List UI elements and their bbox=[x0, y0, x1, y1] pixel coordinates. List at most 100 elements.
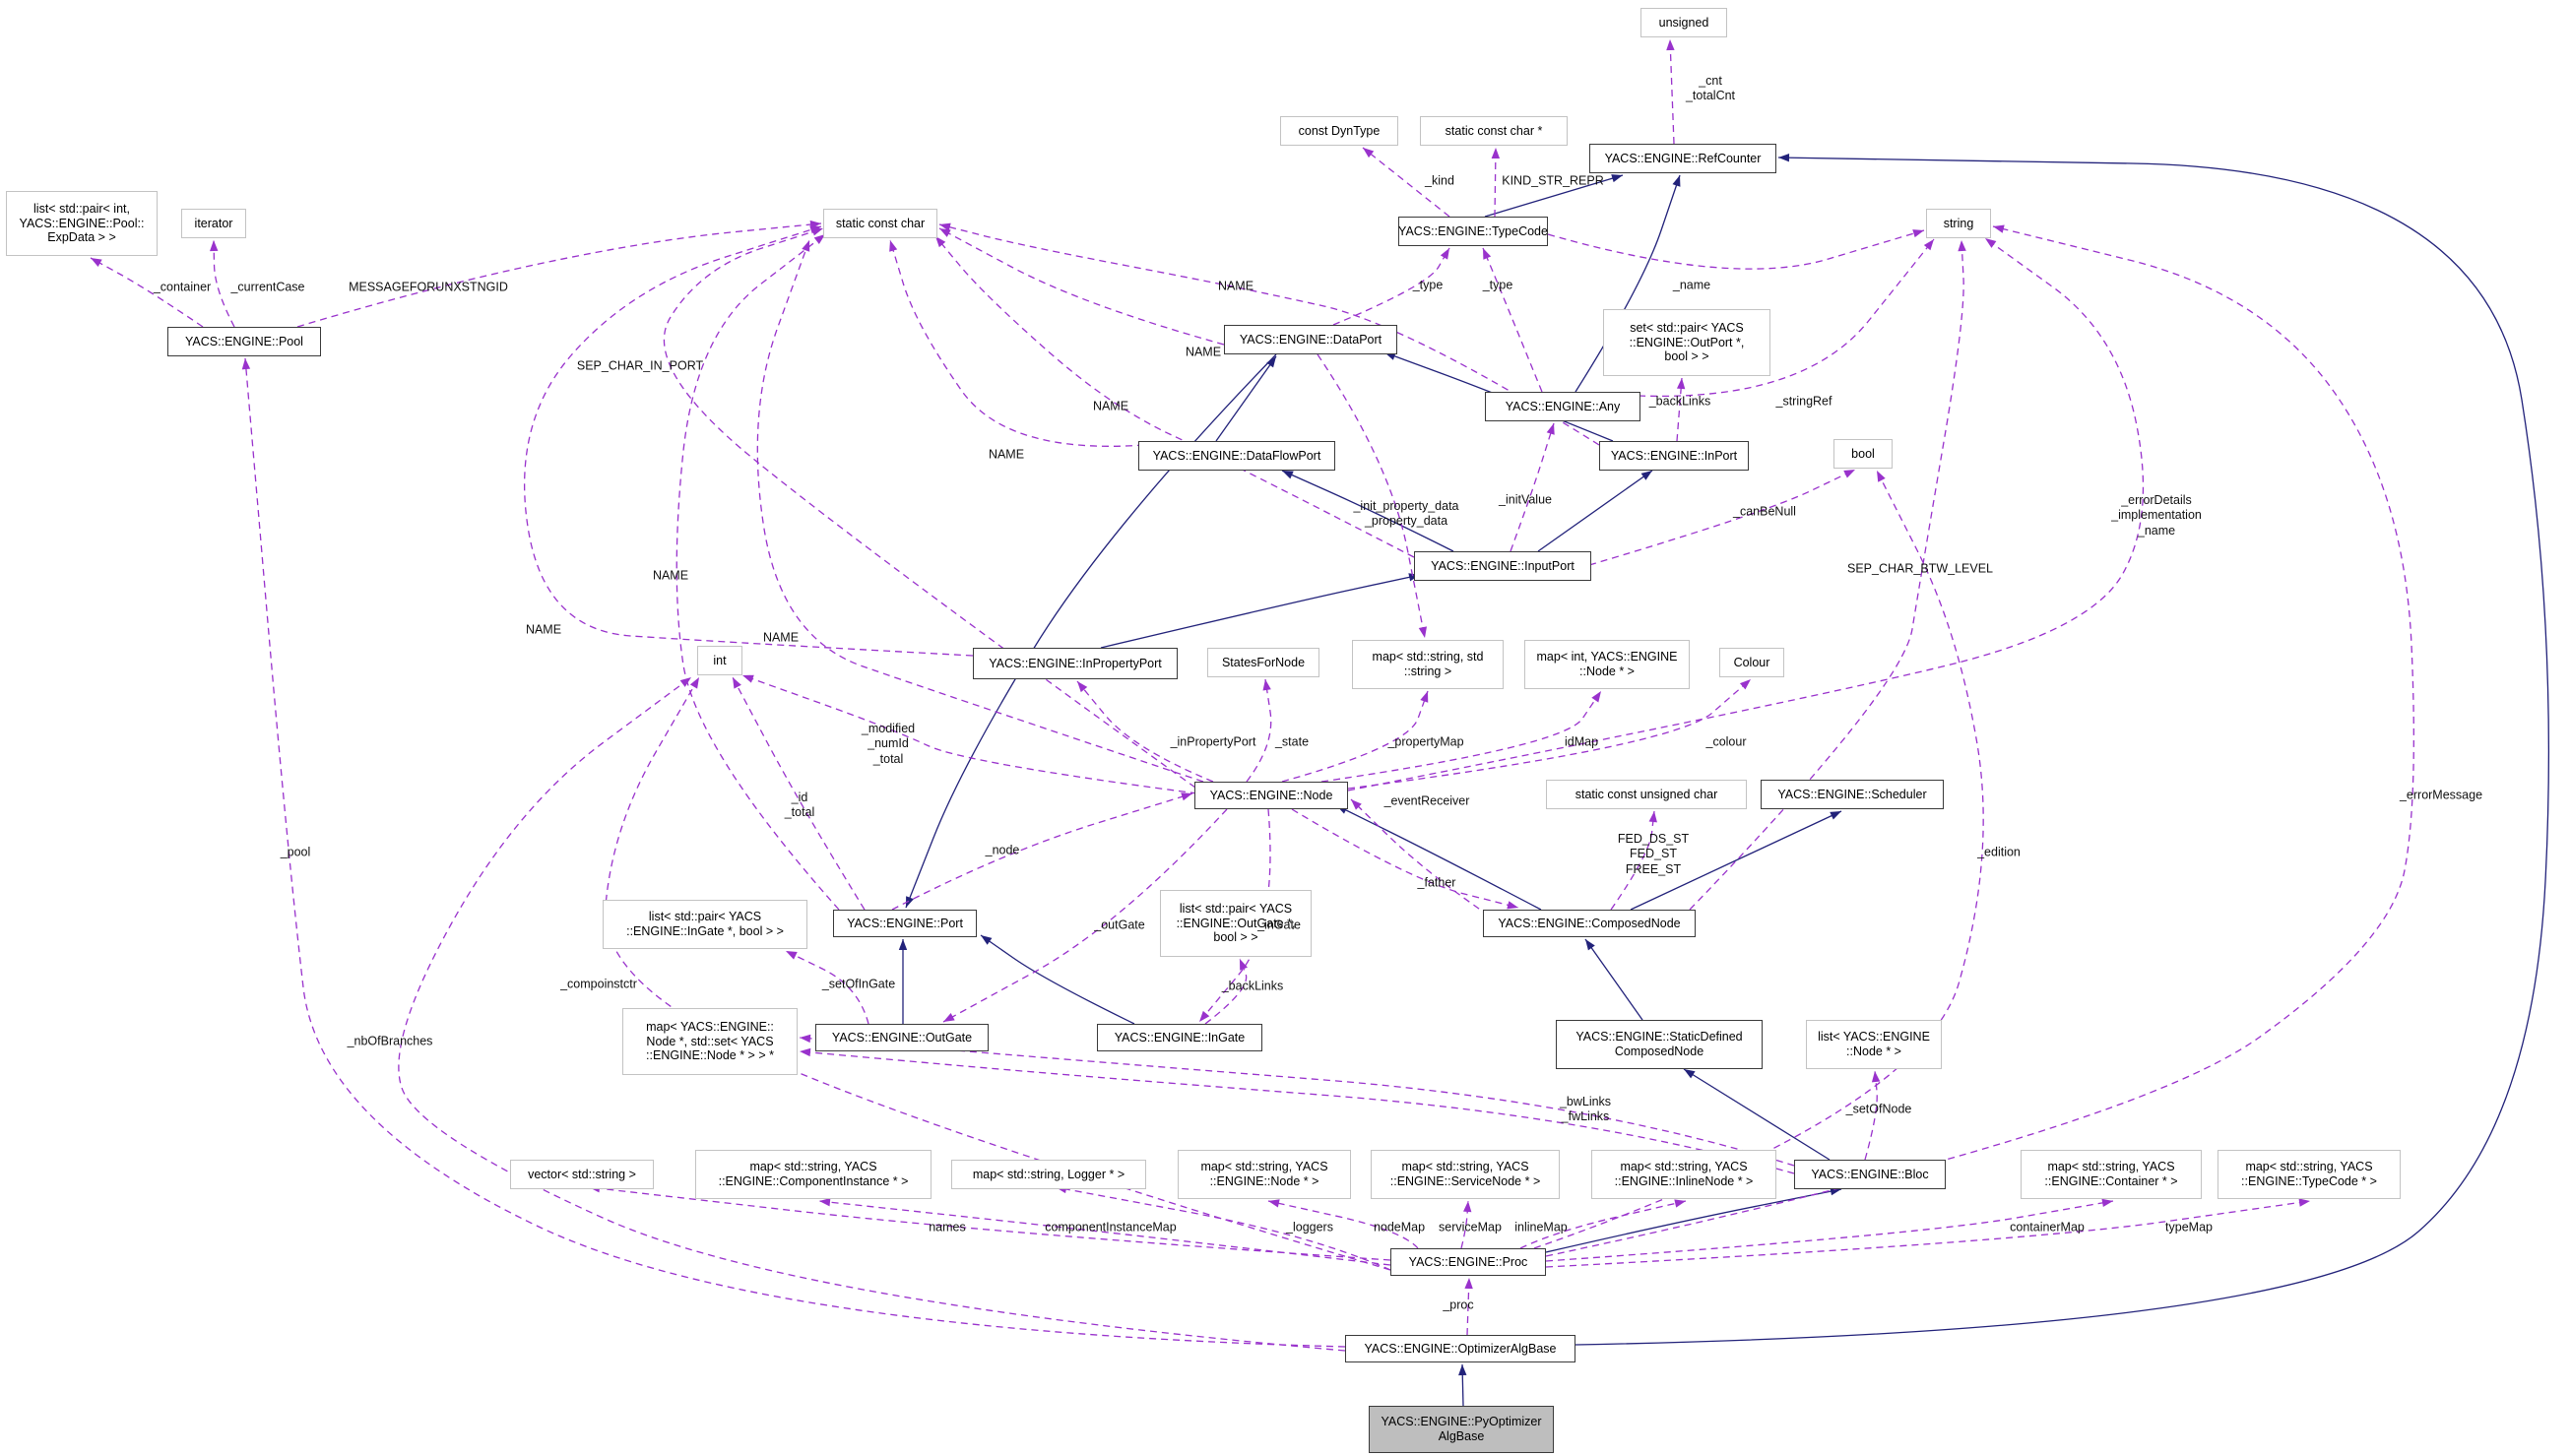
class-box-node_set_map: map< YACS::ENGINE:: Node *, std::set< YA… bbox=[622, 1008, 798, 1075]
class-box-typecode[interactable]: YACS::ENGINE::TypeCode bbox=[1398, 217, 1548, 246]
class-box-exp_list: list< std::pair< int, YACS::ENGINE::Pool… bbox=[6, 191, 158, 256]
edge-node-to-composednode bbox=[1291, 808, 1519, 909]
edge-proc-to-map_inline bbox=[1519, 1200, 1687, 1249]
class-box-dataflowport[interactable]: YACS::ENGINE::DataFlowPort bbox=[1138, 441, 1335, 471]
edge-outgate-to-ingate_pairs bbox=[785, 950, 869, 1025]
arrowhead-icon bbox=[1843, 470, 1855, 478]
edge-ingate-to-outgate_pairs bbox=[1204, 958, 1248, 1025]
arrowhead-icon bbox=[1420, 691, 1429, 703]
arrowhead-icon bbox=[1440, 248, 1449, 260]
class-box-port[interactable]: YACS::ENGINE::Port bbox=[833, 910, 977, 937]
edge-pool-to-exp_list bbox=[90, 257, 204, 328]
arrowhead-icon bbox=[1077, 681, 1088, 693]
arrowhead-icon bbox=[981, 935, 993, 945]
edge-bloc-to-node_list bbox=[1864, 1070, 1878, 1161]
arrowhead-icon bbox=[1923, 239, 1934, 251]
arrowhead-icon bbox=[1268, 1199, 1280, 1208]
arrowhead-icon bbox=[210, 240, 219, 252]
edge-node-to-colour bbox=[1347, 678, 1752, 790]
edge-composednode-to-scuc bbox=[1610, 810, 1655, 911]
class-box-bool: bool bbox=[1833, 439, 1893, 469]
edge-proc-to-map_node bbox=[1267, 1200, 1419, 1249]
edge-composednode-to-string bbox=[1689, 239, 1964, 911]
arrowhead-icon bbox=[1351, 799, 1362, 810]
arrowhead-icon bbox=[1684, 1069, 1696, 1079]
class-box-inport[interactable]: YACS::ENGINE::InPort bbox=[1599, 441, 1749, 471]
class-box-dataport[interactable]: YACS::ENGINE::DataPort bbox=[1224, 325, 1397, 354]
class-box-map_node: map< std::string, YACS ::ENGINE::Node * … bbox=[1178, 1150, 1351, 1199]
class-box-iterator: iterator bbox=[181, 209, 246, 238]
class-box-node[interactable]: YACS::ENGINE::Node bbox=[1194, 782, 1348, 809]
arrowhead-icon bbox=[1463, 1201, 1472, 1213]
arrowhead-icon bbox=[939, 228, 951, 237]
class-box-inputport[interactable]: YACS::ENGINE::InputPort bbox=[1414, 551, 1591, 581]
class-box-outgate[interactable]: YACS::ENGINE::OutGate bbox=[815, 1024, 989, 1051]
edge-bloc-to-node_set_map bbox=[799, 1037, 1795, 1167]
arrowhead-icon bbox=[1458, 1364, 1467, 1376]
edge-typecode-to-string bbox=[1547, 229, 1925, 270]
arrowhead-icon bbox=[1830, 1187, 1841, 1196]
class-box-refcounter[interactable]: YACS::ENGINE::RefCounter bbox=[1589, 144, 1776, 173]
class-box-inpropertyport[interactable]: YACS::ENGINE::InPropertyPort bbox=[973, 648, 1178, 679]
edge-typecode-to-const_dyntype bbox=[1362, 147, 1450, 218]
edge-pool-to-iterator bbox=[213, 239, 235, 328]
edge-proc-to-map_logger bbox=[1055, 1186, 1391, 1271]
arrowhead-icon bbox=[1491, 148, 1501, 159]
arrowhead-icon bbox=[1262, 679, 1271, 691]
arrowhead-icon bbox=[819, 1197, 831, 1207]
class-box-scuc: static const unsigned char bbox=[1546, 780, 1747, 809]
edge-sdcn-to-composednode bbox=[1584, 938, 1643, 1021]
class-box-proc[interactable]: YACS::ENGINE::Proc bbox=[1390, 1248, 1546, 1276]
edge-composednode-to-node bbox=[1335, 804, 1542, 911]
edge-node-to-inpropertyport bbox=[1076, 680, 1214, 783]
edge-any-to-typecode bbox=[1482, 247, 1543, 393]
arrowhead-icon bbox=[1640, 471, 1652, 480]
arrowhead-icon bbox=[1363, 148, 1375, 158]
edge-optalg-to-refcounter bbox=[1575, 157, 2550, 1346]
class-box-scheduler[interactable]: YACS::ENGINE::Scheduler bbox=[1761, 780, 1944, 809]
arrowhead-icon bbox=[1877, 471, 1886, 482]
edge-proc-to-map_ci bbox=[818, 1200, 1391, 1266]
edge-node-to-int bbox=[741, 674, 1198, 794]
edge-node-to-string bbox=[1347, 237, 2145, 791]
class-box-outport_set: set< std::pair< YACS ::ENGINE::OutPort *… bbox=[1603, 309, 1770, 376]
edge-composednode-to-node bbox=[1350, 798, 1490, 917]
edge-proc-to-map_service bbox=[1460, 1200, 1469, 1249]
arrowhead-icon bbox=[1585, 939, 1595, 951]
arrowhead-icon bbox=[813, 234, 825, 245]
arrowhead-icon bbox=[1778, 153, 1790, 162]
edge-dataport-to-scc bbox=[938, 227, 1225, 346]
class-box-sdcn[interactable]: YACS::ENGINE::StaticDefined ComposedNode bbox=[1556, 1020, 1763, 1069]
edge-inpropertyport-to-scc bbox=[523, 225, 974, 657]
arrowhead-icon bbox=[733, 677, 741, 689]
class-box-map_container: map< std::string, YACS ::ENGINE::Contain… bbox=[2021, 1150, 2202, 1199]
edge-optalg-to-pool bbox=[244, 357, 1346, 1348]
arrowhead-icon bbox=[1199, 1010, 1210, 1022]
class-box-vec_string: vector< std::string > bbox=[510, 1160, 654, 1189]
arrowhead-icon bbox=[1958, 240, 1966, 252]
class-box-composednode[interactable]: YACS::ENGINE::ComposedNode bbox=[1483, 910, 1696, 937]
arrowhead-icon bbox=[1985, 238, 1997, 248]
class-box-any[interactable]: YACS::ENGINE::Any bbox=[1485, 392, 1640, 421]
arrowhead-icon bbox=[898, 939, 908, 950]
edge-node-to-statesfornode bbox=[1246, 678, 1272, 783]
class-box-map_typecode: map< std::string, YACS ::ENGINE::TypeCod… bbox=[2217, 1150, 2401, 1199]
arrowhead-icon bbox=[786, 951, 798, 960]
edge-refcounter-to-unsigned bbox=[1669, 38, 1675, 145]
class-box-optalg[interactable]: YACS::ENGINE::OptimizerAlgBase bbox=[1345, 1335, 1575, 1362]
class-box-pool[interactable]: YACS::ENGINE::Pool bbox=[167, 327, 321, 356]
edge-proc-to-vec_string bbox=[588, 1186, 1391, 1261]
edge-optalg-to-int bbox=[398, 676, 1346, 1352]
edge-inport-to-scc bbox=[938, 223, 1600, 446]
class-box-map_service: map< std::string, YACS ::ENGINE::Service… bbox=[1371, 1150, 1560, 1199]
edge-dataport-to-typecode bbox=[1332, 247, 1450, 326]
class-box-ingate[interactable]: YACS::ENGINE::InGate bbox=[1097, 1024, 1262, 1051]
edge-pool-to-scc bbox=[296, 222, 822, 328]
edge-node-to-scc bbox=[756, 239, 1204, 783]
arrowhead-icon bbox=[91, 258, 102, 267]
edge-proc-to-bool bbox=[1533, 470, 1984, 1249]
arrowhead-icon bbox=[1739, 679, 1751, 690]
class-box-bloc[interactable]: YACS::ENGINE::Bloc bbox=[1794, 1160, 1946, 1189]
arrowhead-icon bbox=[906, 896, 914, 908]
